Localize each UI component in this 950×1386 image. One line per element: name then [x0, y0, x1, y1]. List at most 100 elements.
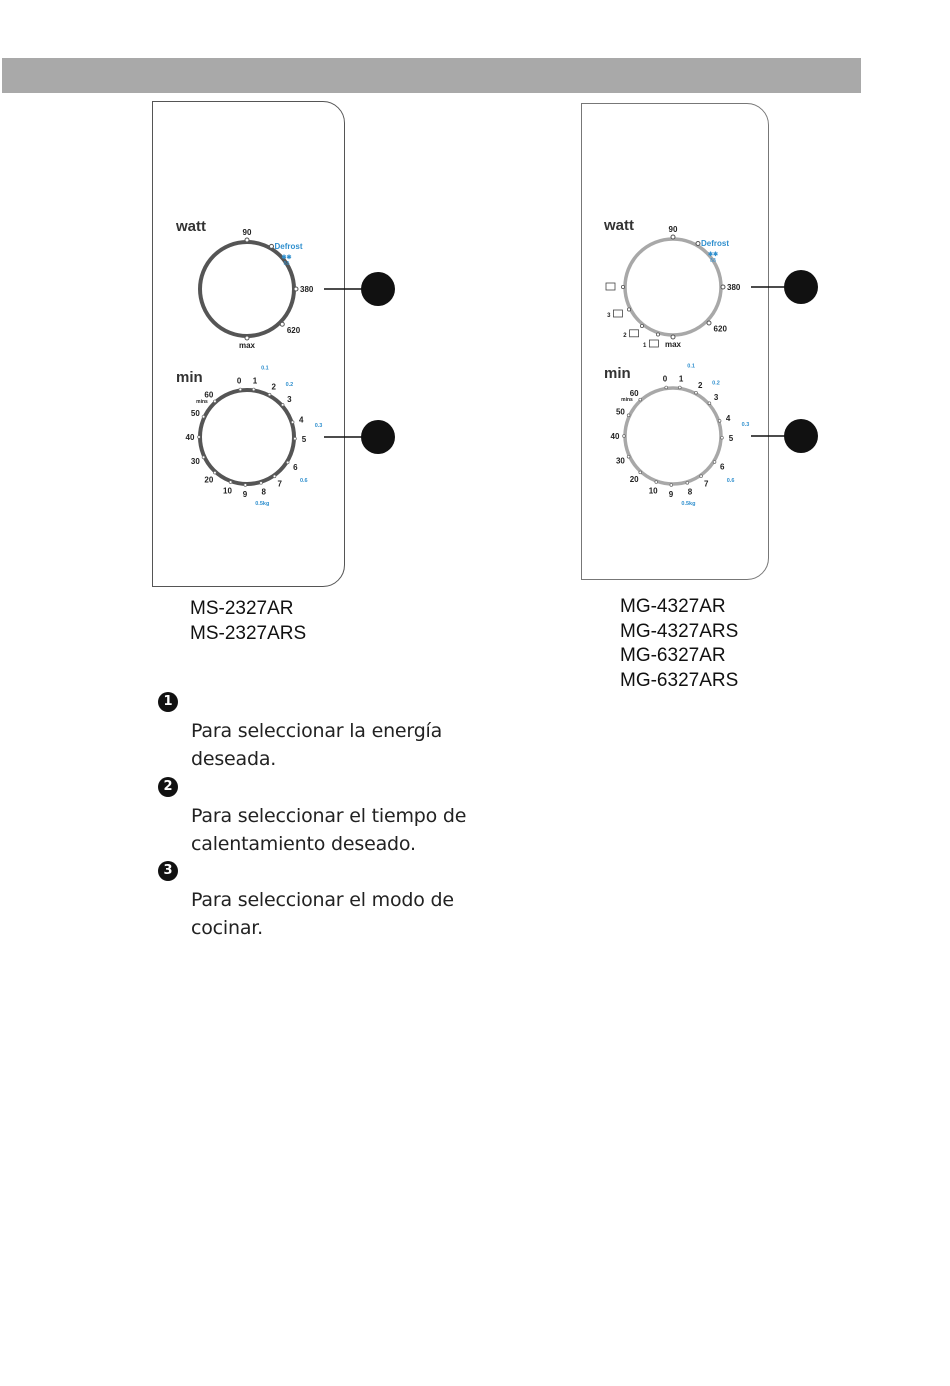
- model-name: MG-4327AR: [620, 596, 726, 617]
- time-tick: [213, 470, 217, 475]
- model-list-ms: MS-2327AR MS-2327ARS: [190, 597, 306, 646]
- power-tick: [670, 234, 676, 240]
- combi-mark: 3: [607, 313, 611, 319]
- time-tick: [267, 392, 272, 397]
- timer-dial: [198, 388, 296, 486]
- min-label: min: [176, 369, 203, 386]
- watt-label: watt: [603, 217, 634, 234]
- time-mark: 5: [729, 434, 734, 443]
- power-tick: [621, 284, 626, 289]
- combi-mark: 2: [623, 333, 627, 339]
- time-tick: [654, 480, 658, 484]
- time-tick: [272, 474, 277, 479]
- time-mark: 7: [704, 480, 709, 489]
- power-dial: [198, 240, 296, 338]
- time-mark: 30: [616, 457, 625, 466]
- time-mark: 2: [272, 383, 277, 392]
- time-tick: [197, 435, 201, 439]
- instruction-text-3: Para seleccionar el modo de cocinar.: [191, 889, 454, 939]
- time-tick: [626, 454, 631, 459]
- defrost-label: Defrost: [275, 242, 303, 251]
- time-tick: [638, 397, 642, 402]
- power-mark-90: 90: [669, 225, 678, 234]
- callout-bullet: [361, 420, 395, 454]
- power-tick: [670, 334, 676, 340]
- power-mark-620: 620: [714, 325, 728, 334]
- time-mark: 3: [287, 395, 292, 404]
- power-mark-380: 380: [300, 285, 314, 294]
- timer-dial: [623, 386, 723, 486]
- time-mark: 4: [299, 415, 304, 424]
- power-tick: [244, 335, 250, 341]
- droplet-icon: ᵟᵟ: [710, 257, 716, 266]
- model-name: MG-6327AR: [620, 645, 726, 666]
- time-tick: [664, 385, 668, 390]
- control-panel-mg: [581, 103, 769, 580]
- time-tick: [213, 399, 217, 404]
- power-dial: [623, 237, 723, 337]
- time-mark: 20: [630, 475, 639, 484]
- model-list-mg: MG-4327AR MG-4327ARS MG-6327AR MG-6327AR…: [620, 595, 738, 693]
- snowflake-icon: ✱✱: [281, 254, 291, 261]
- power-mark-max: max: [665, 340, 682, 349]
- power-tick: [640, 323, 645, 328]
- power-mark-max: max: [239, 341, 256, 350]
- time-tick: [717, 419, 722, 423]
- time-tick: [720, 435, 724, 440]
- time-tick: [251, 387, 256, 392]
- time-mark: 2: [698, 381, 703, 390]
- watt-label: watt: [175, 218, 206, 235]
- defrost-label: Defrost: [701, 239, 729, 248]
- model-name: MG-4327ARS: [620, 620, 739, 642]
- weight-mark: 0.2: [712, 380, 720, 386]
- time-mark: 50: [616, 407, 625, 416]
- time-tick: [707, 401, 712, 405]
- time-tick: [259, 481, 263, 485]
- time-mark: 9: [243, 490, 248, 499]
- time-mark: 5: [302, 435, 307, 444]
- time-mark: 30: [191, 457, 200, 466]
- instruction-number-1: 1: [158, 692, 178, 712]
- time-tick: [685, 481, 690, 485]
- time-mark: 40: [611, 432, 620, 441]
- power-tick: [706, 320, 712, 326]
- power-tick: [695, 241, 701, 246]
- combi-icon: [613, 309, 623, 318]
- time-mark: 50: [191, 409, 200, 418]
- power-tick: [720, 284, 726, 290]
- time-tick: [638, 470, 642, 475]
- header-bar: [2, 58, 861, 93]
- weight-mark: 0.1: [261, 365, 269, 371]
- time-tick: [678, 385, 682, 390]
- model-name: MG-6327ARS: [620, 669, 739, 691]
- min-label: min: [604, 365, 631, 382]
- grill-icon: [605, 282, 616, 291]
- combi-icon: [629, 329, 639, 338]
- droplet-icon: ᵟᵟ: [283, 260, 289, 269]
- weight-mark: 0.1: [687, 363, 695, 369]
- time-tick: [626, 413, 631, 418]
- mins-label: mins: [621, 397, 633, 403]
- callout-bullet: [784, 270, 818, 304]
- power-tick: [293, 286, 299, 292]
- weight-mark: 0.2: [286, 382, 294, 388]
- time-mark: 6: [293, 463, 298, 472]
- model-name: MS-2327ARS: [190, 622, 307, 644]
- time-mark: 1: [253, 377, 258, 386]
- time-tick: [669, 483, 674, 487]
- time-tick: [201, 414, 206, 419]
- time-mark: 20: [204, 475, 213, 484]
- instruction-text-1: Para seleccionar la energía deseada.: [191, 720, 443, 770]
- time-tick: [699, 474, 703, 478]
- callout-bullet: [361, 272, 395, 306]
- time-mark: 3: [714, 393, 719, 402]
- time-mark: 9: [669, 490, 674, 499]
- time-tick: [622, 434, 626, 438]
- power-mark-620: 620: [287, 326, 301, 335]
- time-mark: 60: [630, 389, 639, 398]
- time-mark: 0: [237, 377, 242, 386]
- time-mark: 7: [277, 480, 282, 489]
